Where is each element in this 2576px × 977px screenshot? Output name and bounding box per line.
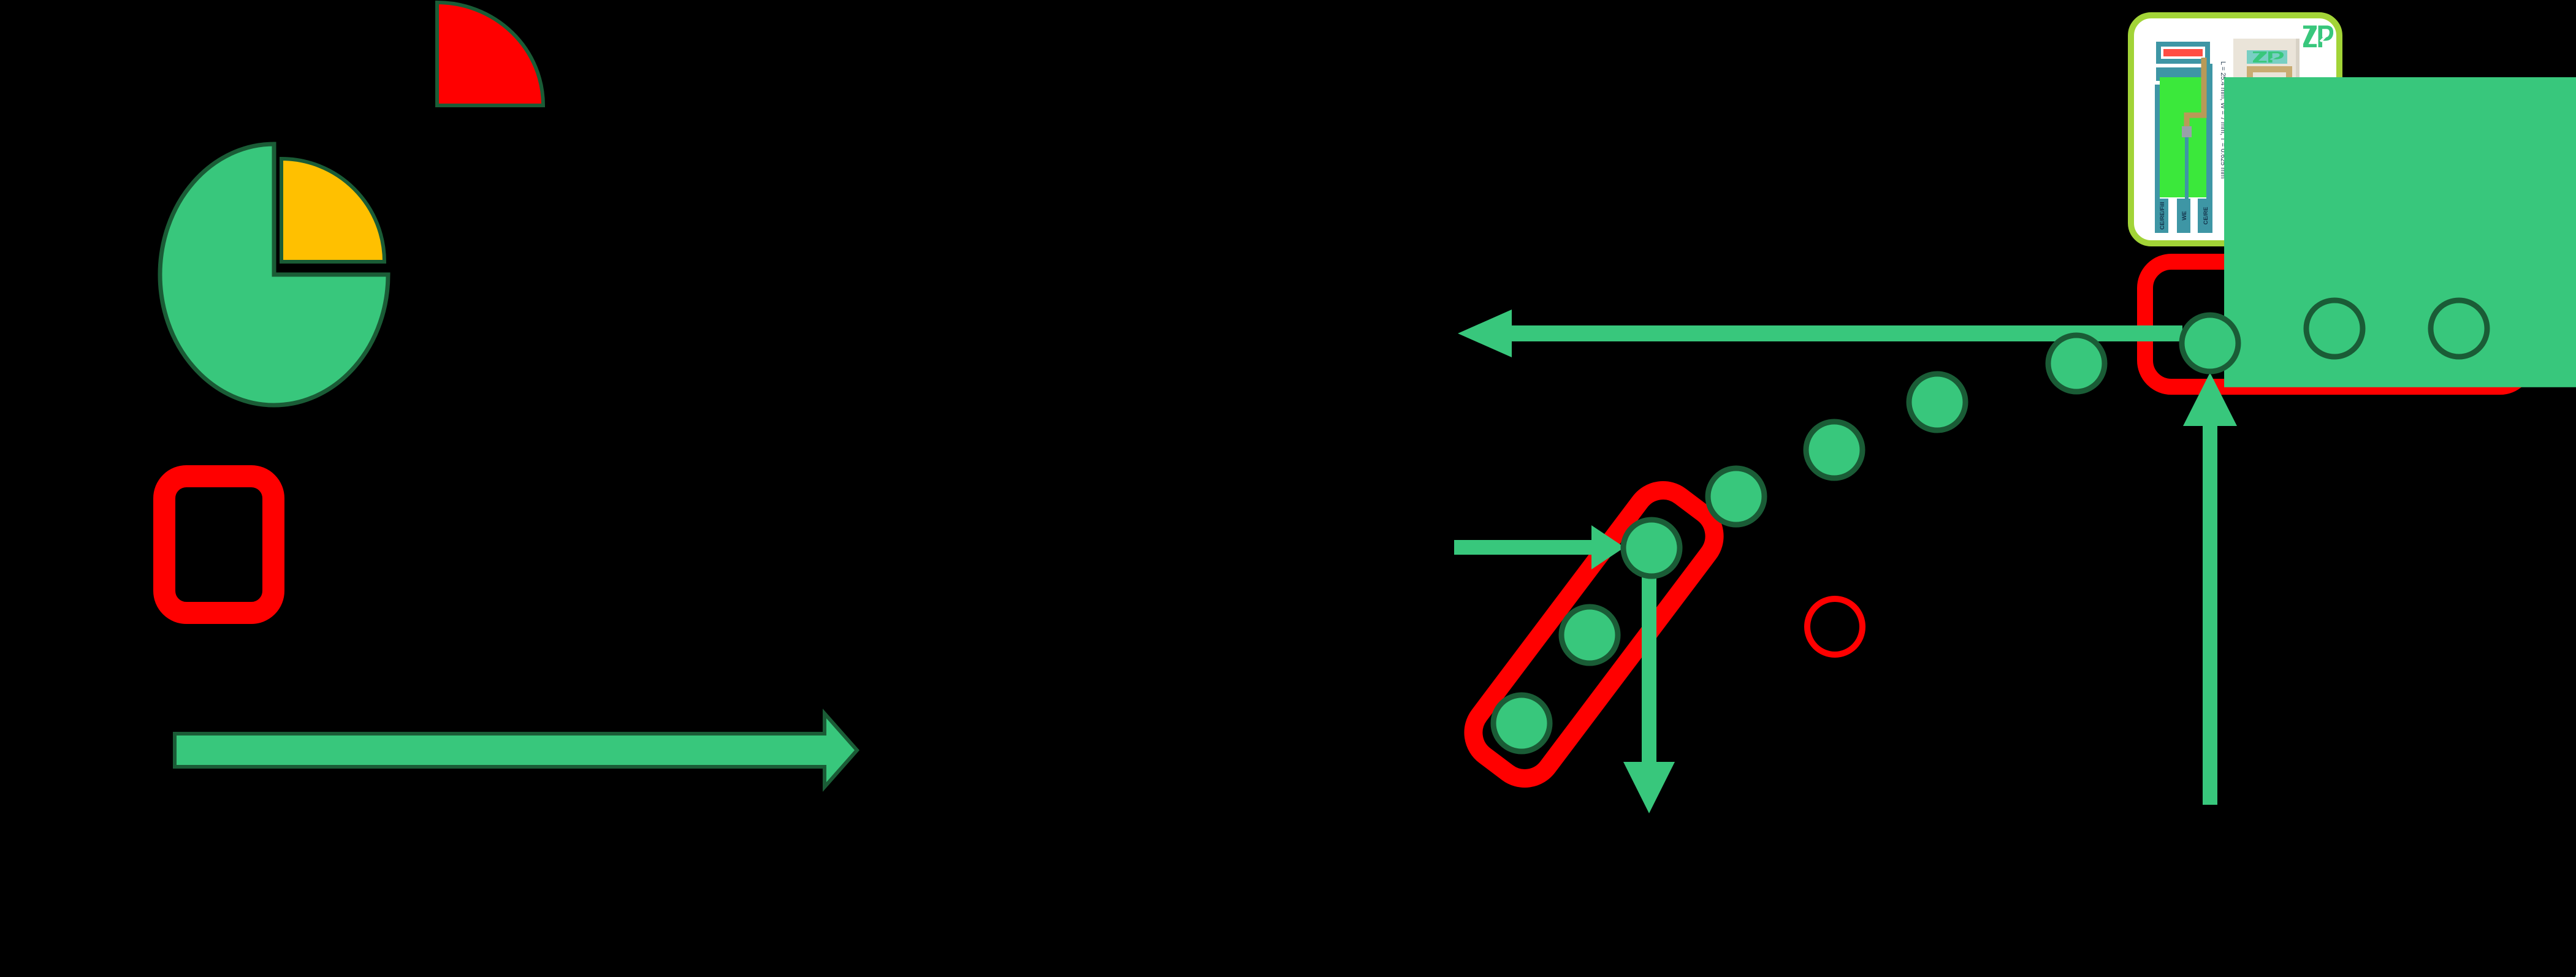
- transfer-dot: [1803, 419, 1865, 481]
- transfer-dot: [1906, 371, 1968, 433]
- schematic-right-trace: [2206, 64, 2212, 206]
- pie-slice-red-exploded: [435, 0, 546, 107]
- pickup-arrow: [2183, 373, 2237, 805]
- pie-highlight-frame: [153, 465, 284, 624]
- transfer-dot: [2045, 332, 2108, 395]
- pad-ce-re-fill: [2155, 199, 2168, 233]
- schematic-left-trace: [2155, 85, 2160, 206]
- pad-label-ce-re-fill: CE/RE/Fill: [2159, 202, 2166, 229]
- pad-ce-re: [2198, 199, 2212, 233]
- tilted-dot: [1558, 604, 1621, 666]
- pad-label-we: WE: [2181, 211, 2188, 220]
- sensor-schematic: CE/RE/Fill WE CE/RE L = 25.4 mm, W = 7 m…: [2155, 42, 2227, 233]
- strip-dot: [2179, 312, 2241, 374]
- empty-spot-circle: [1804, 596, 1865, 658]
- strip-dot: [2303, 297, 2366, 360]
- forward-arrow: [173, 709, 860, 792]
- dots-layer: [1490, 297, 2490, 755]
- pie-slice-green: [158, 142, 391, 408]
- strip-dot: [2428, 297, 2490, 360]
- pad-we: [2177, 199, 2190, 233]
- pie-chart: [158, 0, 546, 408]
- tilted-dot: [1490, 692, 1553, 755]
- insert-arrow: [1454, 525, 1625, 569]
- zp-logo-main: [2224, 77, 2576, 977]
- schematic-mid-trace: [2185, 137, 2189, 206]
- schematic-red-bar: [2163, 49, 2203, 56]
- drop-arrow: [1623, 575, 1675, 813]
- transfer-dot: [1705, 465, 1767, 528]
- pad-label-ce-re: CE/RE: [2203, 207, 2209, 224]
- schematic-connector: [2182, 126, 2192, 137]
- return-arrow: [1458, 310, 2182, 357]
- tilted-dot: [1620, 517, 1683, 579]
- pie-slice-yellow: [280, 156, 387, 264]
- schematic-tan-trace: [2184, 58, 2207, 126]
